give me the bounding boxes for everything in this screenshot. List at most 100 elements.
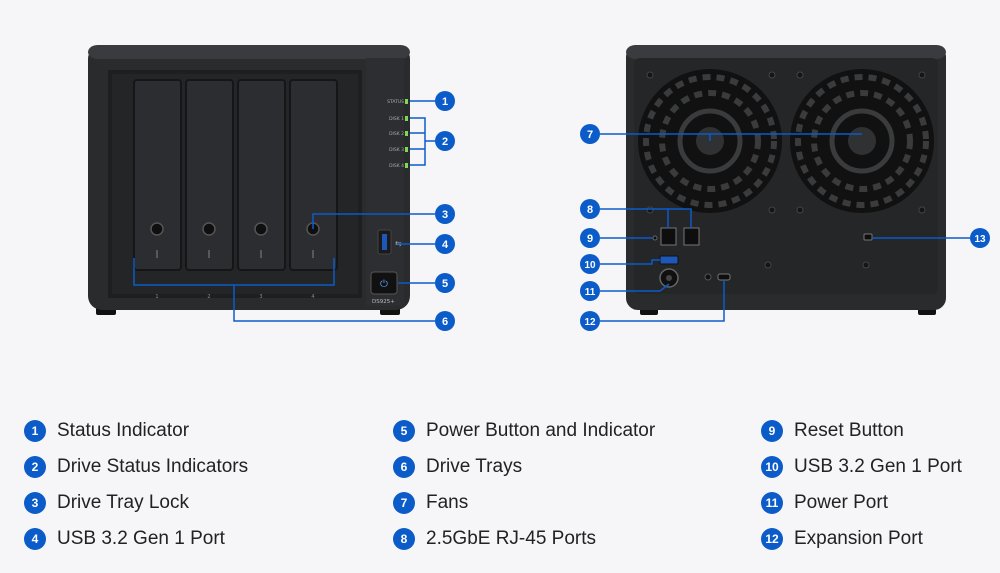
legend-badge: 9 <box>761 420 783 442</box>
svg-text:11: 11 <box>585 287 596 298</box>
callout-2: 2 <box>435 131 455 151</box>
callout-4: 4 <box>435 234 455 254</box>
led-label-disk1: DISK 1 <box>389 116 404 122</box>
svg-text:6: 6 <box>442 316 448 328</box>
legend-label: Drive Status Indicators <box>57 456 249 477</box>
legend-label: Expansion Port <box>794 528 923 549</box>
bay-number-4: 4 <box>311 294 314 300</box>
svg-text:8: 8 <box>587 204 593 216</box>
disk4-led <box>405 163 408 168</box>
svg-text:5: 5 <box>442 278 448 290</box>
callout-7: 7 <box>580 124 600 144</box>
disk3-led <box>405 147 408 152</box>
legend-badge: 5 <box>393 420 415 442</box>
callout-3: 3 <box>435 204 455 224</box>
disk2-led <box>405 131 408 136</box>
expansion-port[interactable] <box>717 273 731 281</box>
legend-label: USB 3.2 Gen 1 Port <box>57 528 225 549</box>
legend-label: Power Button and Indicator <box>426 420 656 441</box>
nas-diagram: 1 2 3 4 STATUS DISK 1 DISK 2 DISK 3 DISK… <box>88 45 990 331</box>
drive-tray-3[interactable] <box>237 79 286 271</box>
bay-number-2: 2 <box>207 294 210 300</box>
legend-badge: 10 <box>761 456 783 478</box>
drive-tray-1[interactable] <box>133 79 182 271</box>
legend-item-10: 10 USB 3.2 Gen 1 Port <box>761 454 962 480</box>
legend-item-9: 9 Reset Button <box>761 418 904 444</box>
legend-item-12: 12 Expansion Port <box>761 526 923 552</box>
rear-usb-port[interactable] <box>659 255 679 265</box>
kensington-slot[interactable] <box>863 233 873 241</box>
callout-11: 11 <box>580 281 600 301</box>
tray-lock-1[interactable] <box>150 222 164 236</box>
led-label-disk2: DISK 2 <box>389 131 404 137</box>
power-button[interactable] <box>370 271 398 295</box>
svg-text:13: 13 <box>974 234 986 245</box>
bay-number-3: 3 <box>259 294 262 300</box>
legend-item-5: 5 Power Button and Indicator <box>393 418 655 444</box>
svg-text:3: 3 <box>442 209 448 221</box>
callout-8: 8 <box>580 199 600 219</box>
legend-badge: 2 <box>24 456 46 478</box>
rj45-port-2[interactable] <box>683 227 700 246</box>
reset-button[interactable] <box>652 235 658 241</box>
legend-item-7: 7 Fans <box>393 490 468 516</box>
legend-item-8: 8 2.5GbE RJ-45 Ports <box>393 526 596 552</box>
rj45-port-1[interactable] <box>660 227 677 246</box>
legend-label: Power Port <box>794 492 888 513</box>
svg-text:10: 10 <box>584 260 596 271</box>
drive-trays <box>133 79 338 271</box>
legend-badge: 11 <box>761 492 783 514</box>
legend-item-1: 1 Status Indicator <box>24 418 189 444</box>
legend-label: Fans <box>426 492 469 513</box>
model-label: DS925+ <box>372 299 395 305</box>
front-view: 1 2 3 4 STATUS DISK 1 DISK 2 DISK 3 DISK… <box>88 45 410 315</box>
callout-6: 6 <box>435 311 455 331</box>
legend-item-3: 3 Drive Tray Lock <box>24 490 189 516</box>
legend-badge: 1 <box>24 420 46 442</box>
power-icon: ⏻ <box>380 279 388 290</box>
drive-tray-2[interactable] <box>185 79 234 271</box>
rear-callout-lines <box>600 133 970 322</box>
legend: 1 Status Indicator 2 Drive Status Indica… <box>0 418 1000 558</box>
callout-badges: 1 2 3 4 5 6 7 8 9 10 11 12 13 <box>435 91 990 331</box>
legend-label: Reset Button <box>794 420 904 441</box>
callout-1: 1 <box>435 91 455 111</box>
legend-label: Drive Tray Lock <box>57 492 189 513</box>
legend-label: 2.5GbE RJ-45 Ports <box>426 528 597 549</box>
led-label-status: STATUS <box>387 99 404 105</box>
tray-lock-2[interactable] <box>202 222 216 236</box>
legend-badge: 12 <box>761 528 783 550</box>
led-label-disk3: DISK 3 <box>389 147 404 153</box>
bay-number-1: 1 <box>155 294 158 300</box>
callout-10: 10 <box>580 254 600 274</box>
legend-item-2: 2 Drive Status Indicators <box>24 454 248 480</box>
legend-badge: 8 <box>393 528 415 550</box>
legend-item-4: 4 USB 3.2 Gen 1 Port <box>24 526 225 552</box>
callout-9: 9 <box>580 228 600 248</box>
legend-label: Drive Trays <box>426 456 523 477</box>
legend-badge: 3 <box>24 492 46 514</box>
legend-badge: 7 <box>393 492 415 514</box>
legend-item-6: 6 Drive Trays <box>393 454 522 480</box>
callout-12: 12 <box>580 311 600 331</box>
led-label-disk4: DISK 4 <box>389 163 404 169</box>
legend-label: USB 3.2 Gen 1 Port <box>794 456 962 477</box>
drive-tray-4[interactable] <box>289 79 338 271</box>
tray-lock-3[interactable] <box>254 222 268 236</box>
legend-badge: 4 <box>24 528 46 550</box>
legend-badge: 6 <box>393 456 415 478</box>
svg-text:7: 7 <box>587 129 593 141</box>
svg-text:2: 2 <box>442 136 448 148</box>
status-led <box>405 99 408 104</box>
callout-5: 5 <box>435 273 455 293</box>
svg-text:12: 12 <box>584 317 596 328</box>
svg-text:4: 4 <box>442 239 449 251</box>
rear-view <box>626 45 946 315</box>
front-callout-lines <box>133 100 435 322</box>
disk1-led <box>405 116 408 121</box>
callout-13: 13 <box>970 228 990 248</box>
svg-text:9: 9 <box>587 233 593 245</box>
svg-text:1: 1 <box>442 96 448 108</box>
legend-label: Status Indicator <box>57 420 190 441</box>
fan-right <box>790 69 934 213</box>
